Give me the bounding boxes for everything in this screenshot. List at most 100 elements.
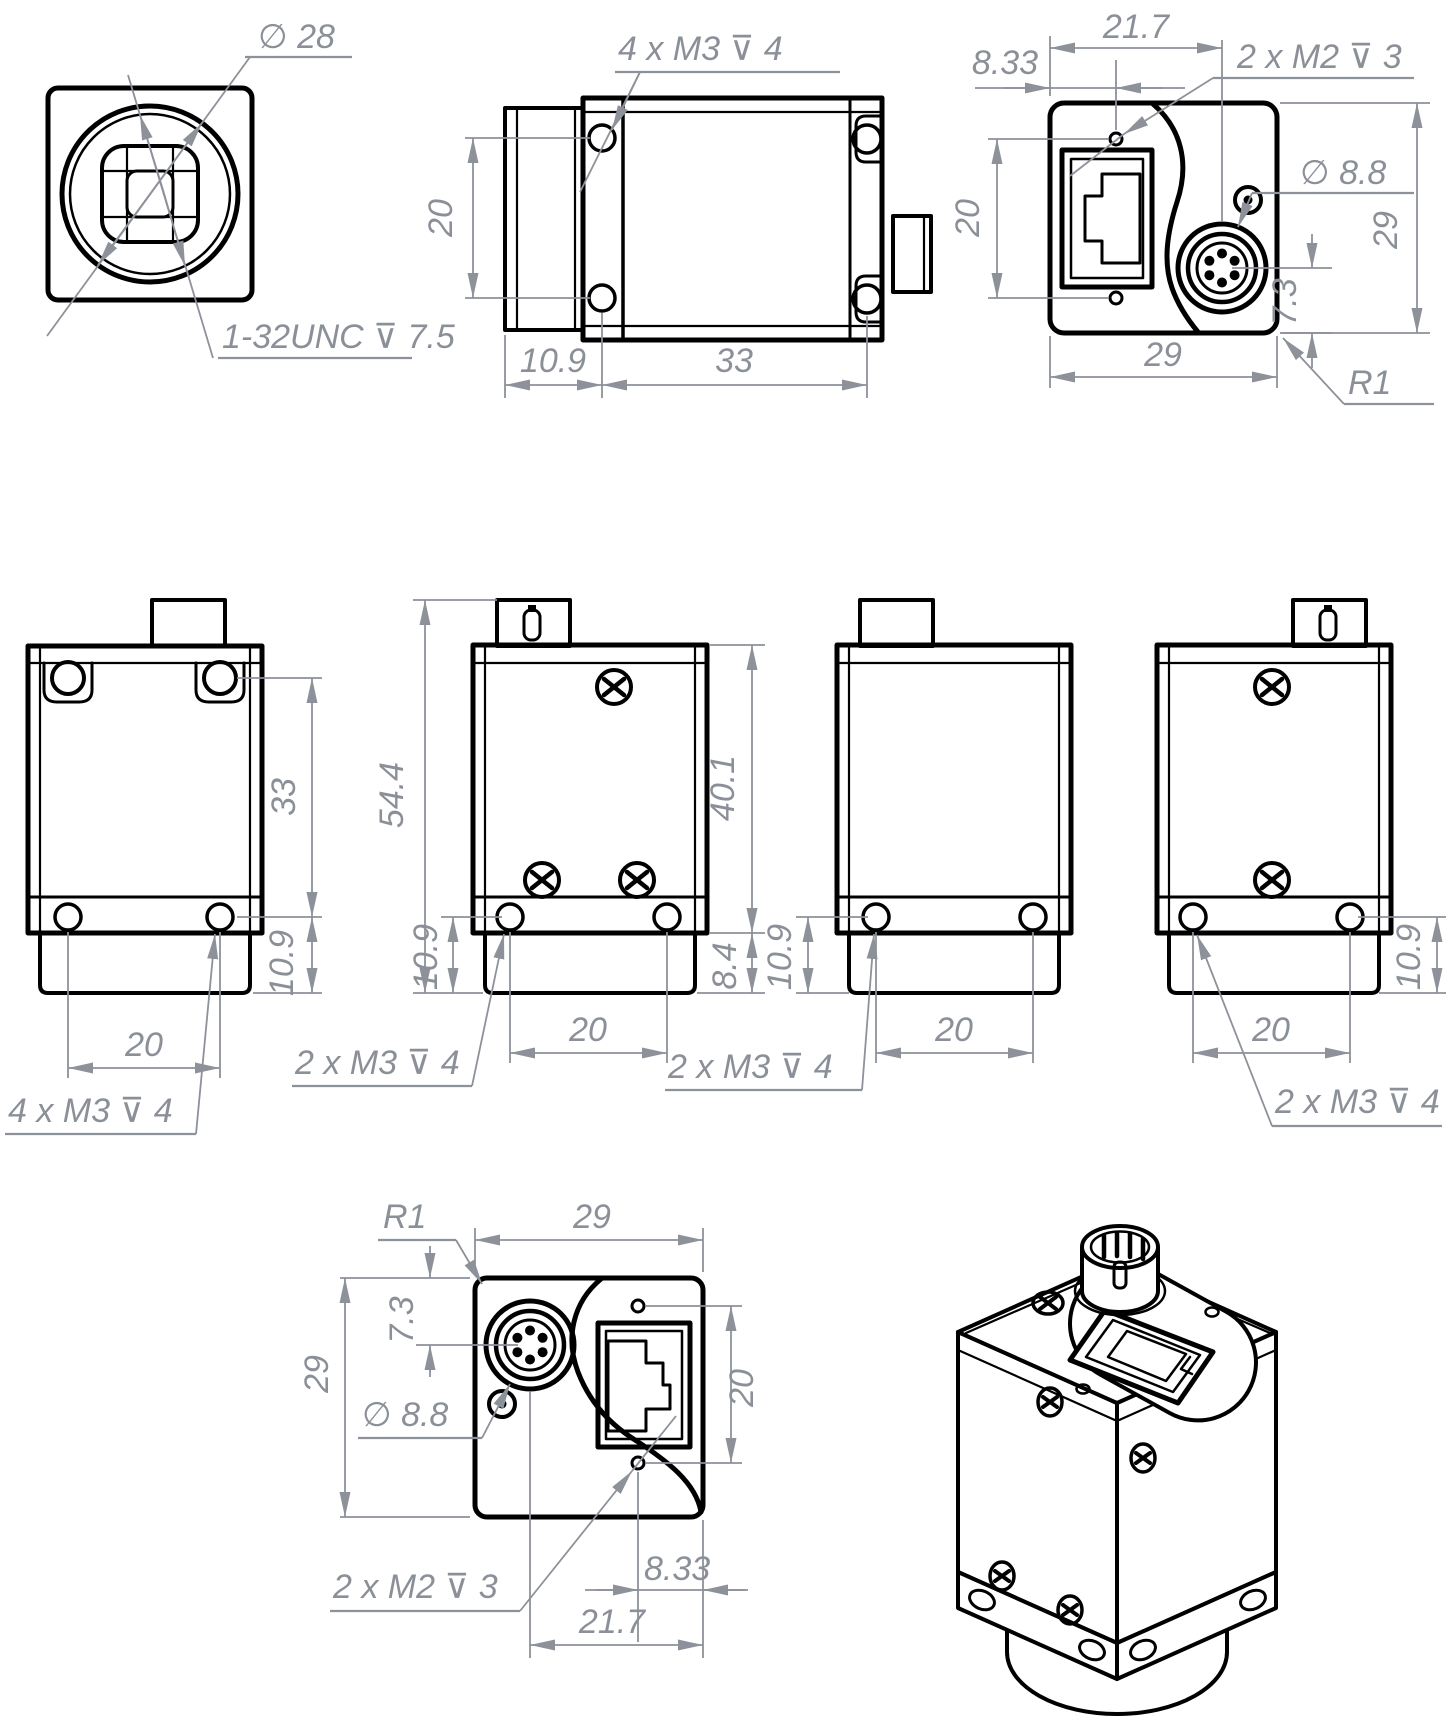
m2-hole	[1108, 131, 1124, 147]
front-view: ∅ 28 1-32UNC ⊽ 7.5	[45, 18, 455, 360]
dim-body-height: 40.1	[704, 755, 742, 821]
dim-height: 29	[298, 1355, 336, 1394]
callout-m2-holes: 2 x M2 ⊽ 3	[332, 1568, 498, 1606]
dim-hole-pitch: 33	[715, 342, 753, 380]
m3-mount-hole	[587, 283, 617, 313]
camera-body-outline	[25, 643, 265, 936]
screw	[1056, 1594, 1084, 1626]
dim-connector-y: 7.3	[1266, 278, 1304, 325]
dim-connector-x: 21.7	[578, 1603, 646, 1641]
screw	[618, 861, 656, 899]
lens-thread-circle	[68, 112, 232, 276]
dim-hole-pitch: 20	[1251, 1011, 1290, 1049]
top-view: 20 10.9 33 4 x M3 ⊽ 4	[422, 30, 933, 398]
camera-body-outline	[580, 95, 885, 343]
side-view-c: 10.9 20 2 x M3 ⊽ 4	[665, 598, 1074, 1092]
callout-mount-holes: 4 x M3 ⊽ 4	[8, 1092, 173, 1130]
callout-mount-holes: 4 x M3 ⊽ 4	[618, 30, 783, 68]
dim-connector-dia: ∅ 8.8	[362, 1396, 448, 1434]
callout-mount-holes: 2 x M3 ⊽ 4	[294, 1044, 460, 1082]
m2-hole	[630, 1298, 646, 1314]
dim-connector-x: 21.7	[1102, 8, 1170, 46]
screw-hole	[851, 123, 883, 155]
dim-bottom-offset: 10.9	[407, 924, 445, 990]
m3-mount-hole	[1239, 1588, 1267, 1612]
lens-mount-circle	[59, 103, 241, 285]
dim-connector-dia: ∅ 8.8	[1300, 154, 1386, 192]
callout-mount-holes: 2 x M3 ⊽ 4	[1274, 1083, 1440, 1121]
screw	[1253, 861, 1291, 899]
camera-body-outline	[470, 642, 710, 936]
lens-barrel-bottom	[483, 931, 697, 995]
lens-barrel-bottom	[38, 931, 252, 995]
camera-body-outline	[1154, 642, 1394, 936]
dim-lens-thread: 1-32UNC ⊽ 7.5	[222, 318, 455, 356]
m3-mount-hole	[1078, 1638, 1106, 1662]
screw	[1031, 1290, 1065, 1316]
m3-mount-hole	[205, 902, 235, 932]
m3-mount-hole	[1129, 1638, 1157, 1662]
m3-mount-hole	[50, 660, 86, 696]
dim-hole-row-pitch: 33	[265, 778, 303, 816]
m2-hole	[1075, 1383, 1091, 1395]
dim-height: 29	[1367, 211, 1405, 250]
lens-barrel-bottom	[847, 931, 1061, 995]
dim-hole-pitch: 20	[568, 1011, 607, 1049]
m3-mount-hole	[1178, 902, 1208, 932]
rear-view-a: 21.7 8.33 2 x M2 ⊽ 3 ∅ 8.8 20 29 7.3 29 …	[949, 8, 1434, 406]
m3-mount-hole	[652, 902, 682, 932]
dim-m2-x: 8.33	[644, 1550, 710, 1588]
dim-connector-y: 7.3	[383, 1296, 421, 1343]
screw-hole	[851, 283, 883, 315]
dim-hole-pitch: 20	[934, 1011, 973, 1049]
dim-lens-protrusion: 8.4	[706, 942, 744, 989]
side-view-d: 10.9 20 2 x M3 ⊽ 4	[1154, 598, 1446, 1128]
m2-hole	[630, 1455, 646, 1471]
m3-mount-hole	[1018, 902, 1048, 932]
screw	[523, 861, 561, 899]
dim-bottom-offset: 10.9	[1390, 924, 1428, 990]
front-flange	[1115, 1570, 1278, 1681]
dim-m2-pitch: 20	[949, 199, 987, 238]
callout-mount-holes: 2 x M3 ⊽ 4	[667, 1048, 833, 1086]
dim-hole-row-offset: 20	[422, 199, 460, 238]
housing-contour	[1150, 101, 1201, 335]
dim-hole-pitch: 20	[124, 1026, 163, 1064]
dim-lens-diameter: ∅ 28	[258, 18, 335, 56]
callout-m2-holes: 2 x M2 ⊽ 3	[1236, 38, 1402, 76]
m3-mount-hole	[202, 660, 238, 696]
connector-stub	[150, 598, 227, 648]
camera-body-outline	[1047, 100, 1280, 336]
camera-body-outline	[45, 85, 255, 303]
connector-stub	[858, 598, 935, 648]
screw	[1253, 668, 1291, 706]
rear-connector-stub	[891, 214, 933, 294]
rj45-port	[1067, 1307, 1216, 1406]
dim-front-offset: 10.9	[520, 342, 586, 380]
screw	[1129, 1442, 1157, 1474]
rj45-port	[595, 1320, 693, 1450]
rj45-port	[1059, 147, 1155, 290]
camera-body-outline	[472, 1275, 706, 1520]
dim-corner-radius: R1	[383, 1198, 426, 1236]
dim-bottom-offset: 10.9	[761, 924, 799, 990]
m2-hole	[1204, 1306, 1220, 1318]
dim-width: 29	[572, 1198, 611, 1236]
screw	[988, 1560, 1016, 1592]
lens-barrel-bottom	[1167, 931, 1381, 995]
dim-m2-x: 8.33	[972, 44, 1038, 82]
dim-bottom-offset: 10.9	[263, 930, 301, 996]
dim-corner-radius: R1	[1348, 364, 1391, 402]
m3-mount-hole	[53, 902, 83, 932]
dim-width: 29	[1143, 336, 1182, 374]
screw	[595, 668, 633, 706]
dim-total-height: 54.4	[373, 762, 411, 828]
dim-m2-pitch: 20	[723, 1369, 761, 1408]
rj45-jack-profile	[1106, 1329, 1188, 1383]
side-view-a: 33 10.9 20 4 x M3 ⊽ 4	[5, 598, 322, 1136]
rj45-jack-profile	[606, 1339, 672, 1433]
rear-view-b: R1 29 7.3 29 ∅ 8.8 20 2 x M2 ⊽ 3 8.33 21…	[298, 1198, 761, 1658]
side-view-b: 54.4 40.1 8.4 10.9 20 2 x M3 ⊽ 4	[292, 598, 765, 1088]
